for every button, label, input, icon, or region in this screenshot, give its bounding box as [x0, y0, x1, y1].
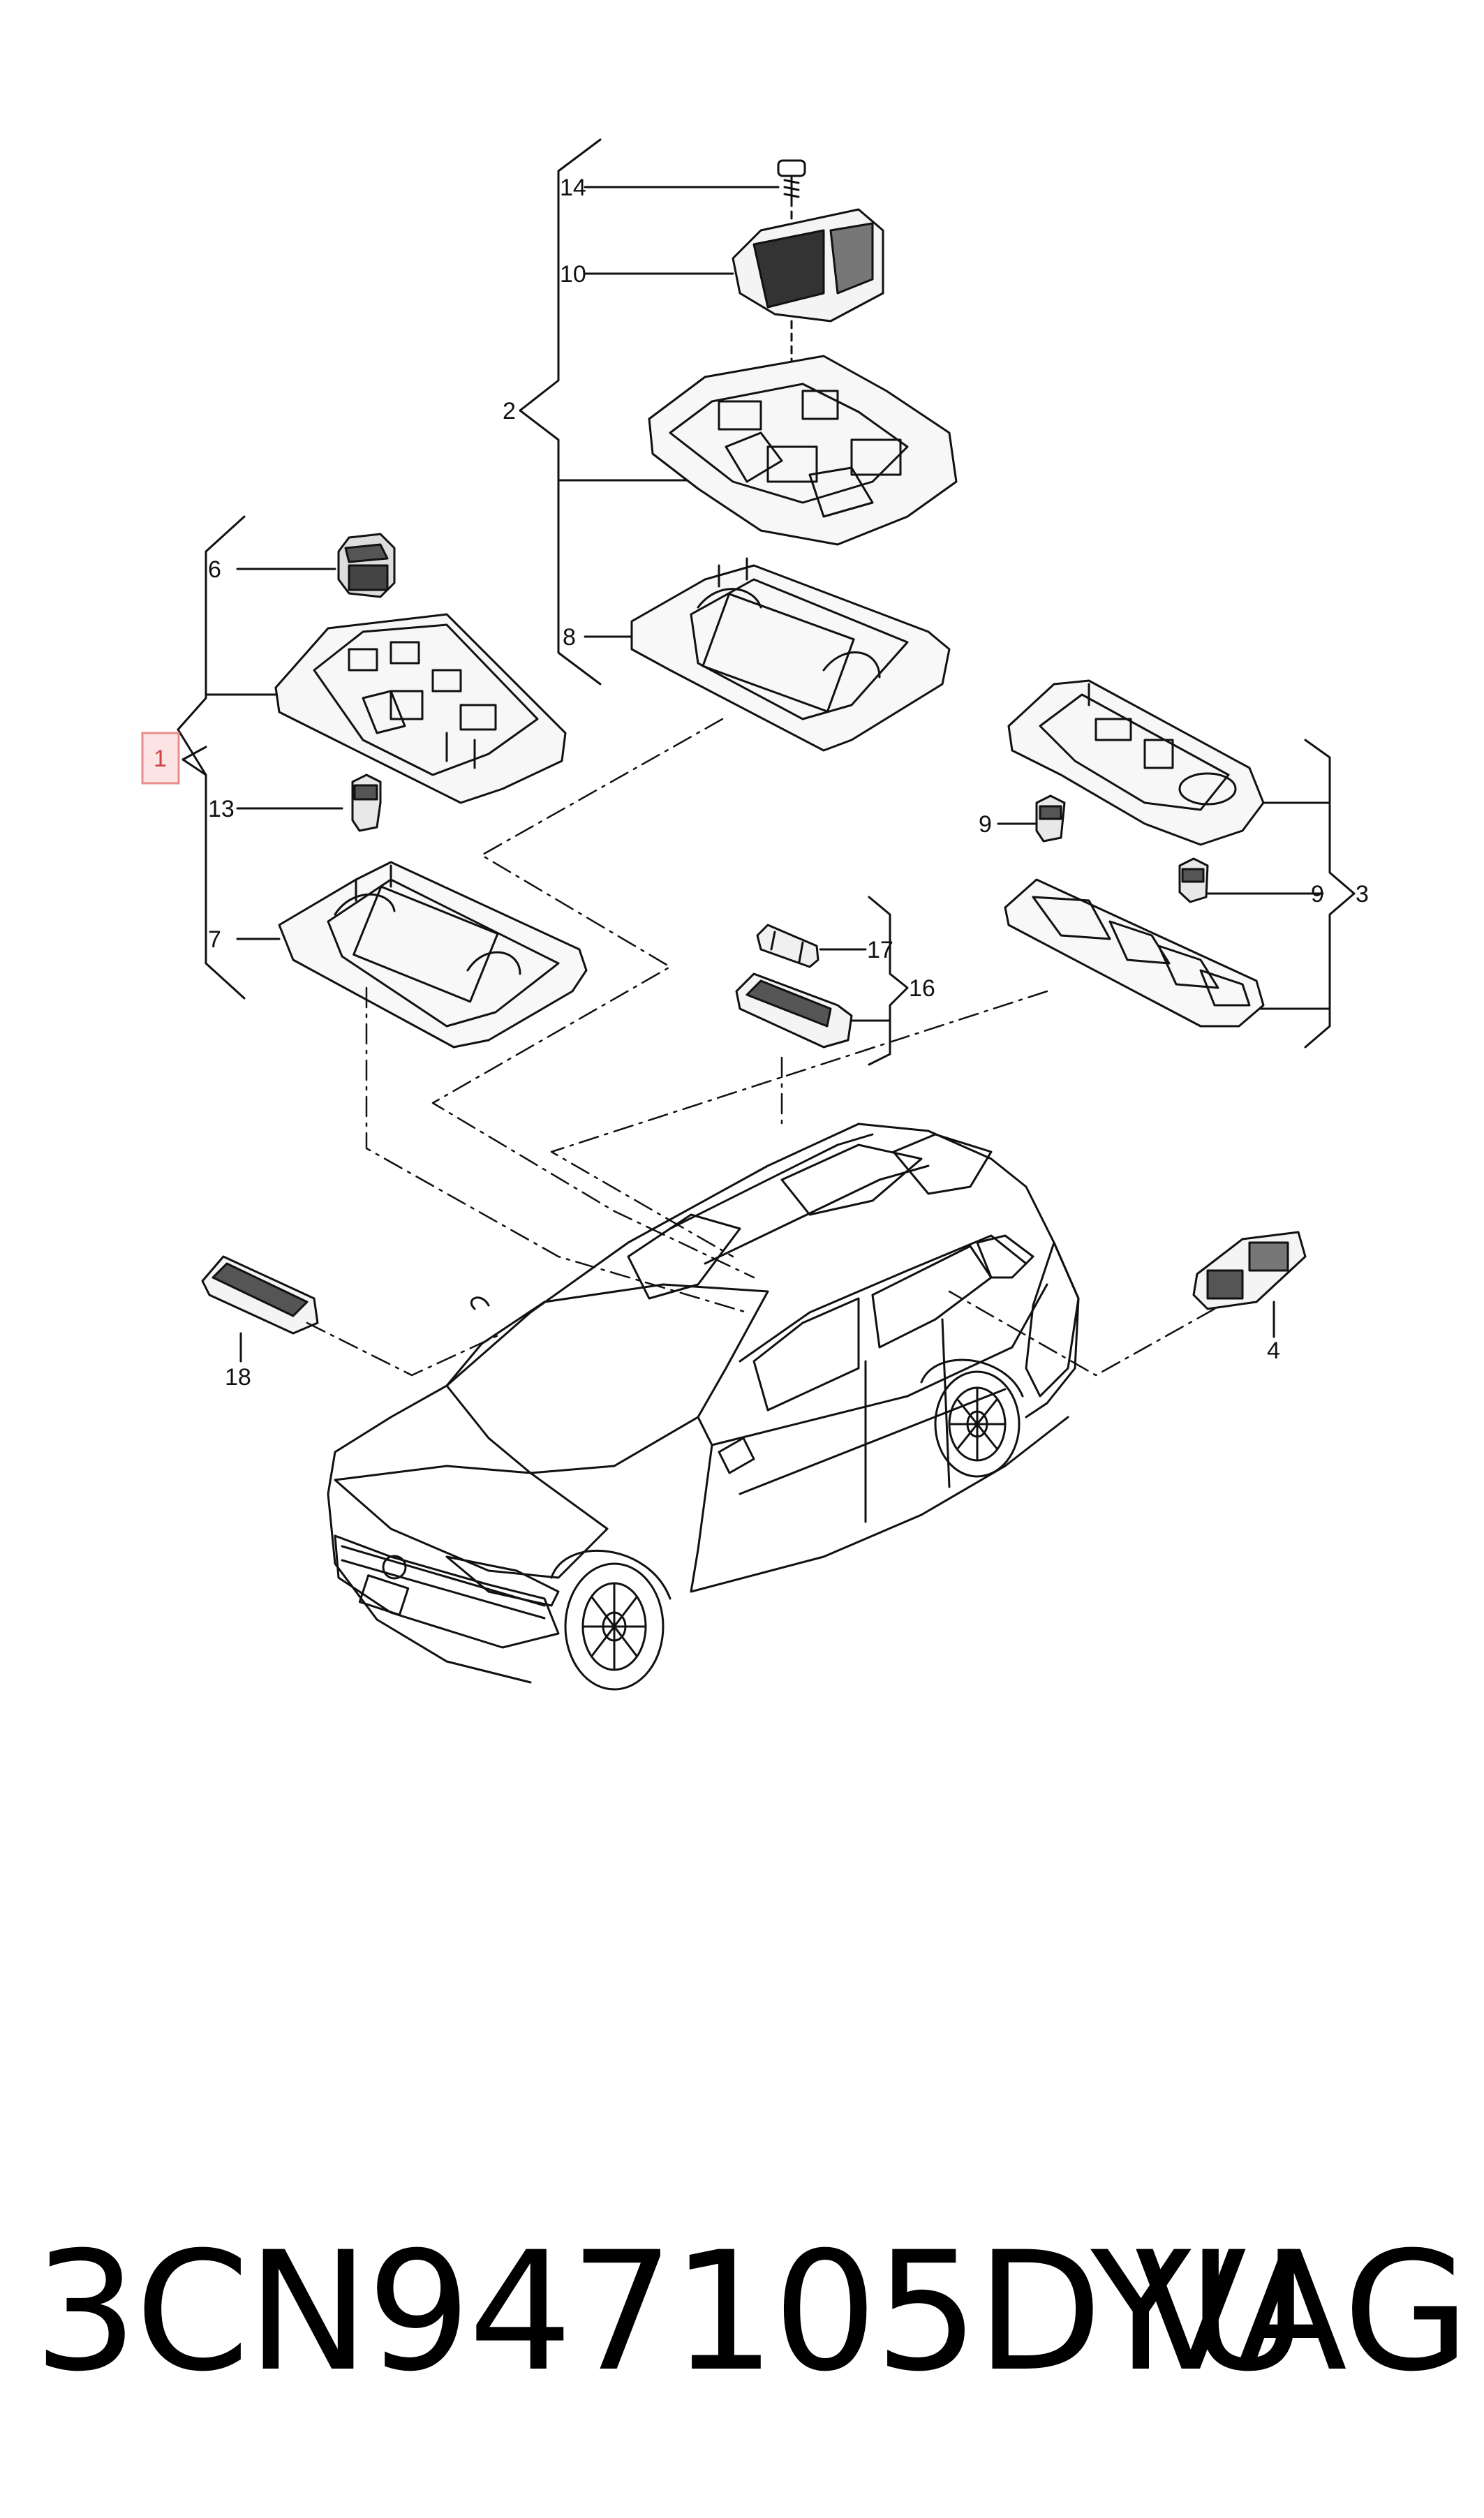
- callout-14: 14: [560, 175, 586, 201]
- connector-part-6: [337, 533, 396, 598]
- callout-7: 7: [208, 926, 221, 953]
- lamp-part-4: [1192, 1231, 1307, 1338]
- part-number: 3CN947105DYU: [34, 2217, 1308, 2408]
- lamp-part-16: [735, 972, 853, 1049]
- callout-6: 6: [208, 556, 221, 583]
- bracket-group-2: [519, 138, 780, 686]
- bezel-part-3: [1004, 878, 1265, 1028]
- bezel-part-8: [630, 557, 951, 752]
- callout-13: 13: [208, 796, 235, 822]
- routing-line-bezel3: [550, 990, 1048, 1258]
- routing-line-bezel8: [431, 718, 755, 1279]
- switch-module-part-10: [732, 208, 884, 364]
- housing-part-1: [274, 613, 567, 804]
- vehicle-illustration: [327, 1123, 1080, 1691]
- bracket-group-16: [819, 896, 909, 1066]
- routing-line-lamp18: [306, 1321, 504, 1377]
- bulb-holder-part-13: [351, 773, 382, 832]
- callout-2: 2: [503, 398, 516, 424]
- callout-3: 3: [1356, 881, 1369, 908]
- callout-9b: 9: [1311, 881, 1324, 908]
- callout-17: 17: [867, 937, 893, 963]
- bulb-holder-part-9b: [1178, 857, 1209, 903]
- routing-lines: [306, 718, 1216, 1377]
- callout-9a: 9: [979, 811, 992, 838]
- bracket-group-3: [997, 739, 1356, 1049]
- lamp-part-18: [201, 1255, 319, 1363]
- housing-part-2: [648, 355, 958, 546]
- routing-line-lamp4: [948, 1290, 1216, 1377]
- callout-16: 16: [909, 975, 935, 1002]
- routing-line-bezel7: [365, 986, 748, 1314]
- callout-10: 10: [560, 261, 586, 288]
- callout-1-highlight: [141, 732, 180, 785]
- brand-label: VAG: [1134, 2217, 1470, 2408]
- screw-part-14: [777, 159, 806, 232]
- callout-18: 18: [225, 1364, 251, 1391]
- bracket-group-1: [177, 515, 343, 1000]
- callout-4: 4: [1267, 1338, 1280, 1364]
- callout-8: 8: [563, 624, 576, 651]
- housing-part-3: [1007, 679, 1265, 846]
- callout-1: 1: [154, 746, 167, 772]
- callout-labels: 14 10 2 8 6 1 13 7 9 9 3 17 16 18 4: [154, 175, 1369, 1391]
- bulb-holder-part-9a: [1035, 794, 1066, 843]
- bulb-part-17: [756, 924, 819, 968]
- bezel-part-7: [278, 861, 588, 1049]
